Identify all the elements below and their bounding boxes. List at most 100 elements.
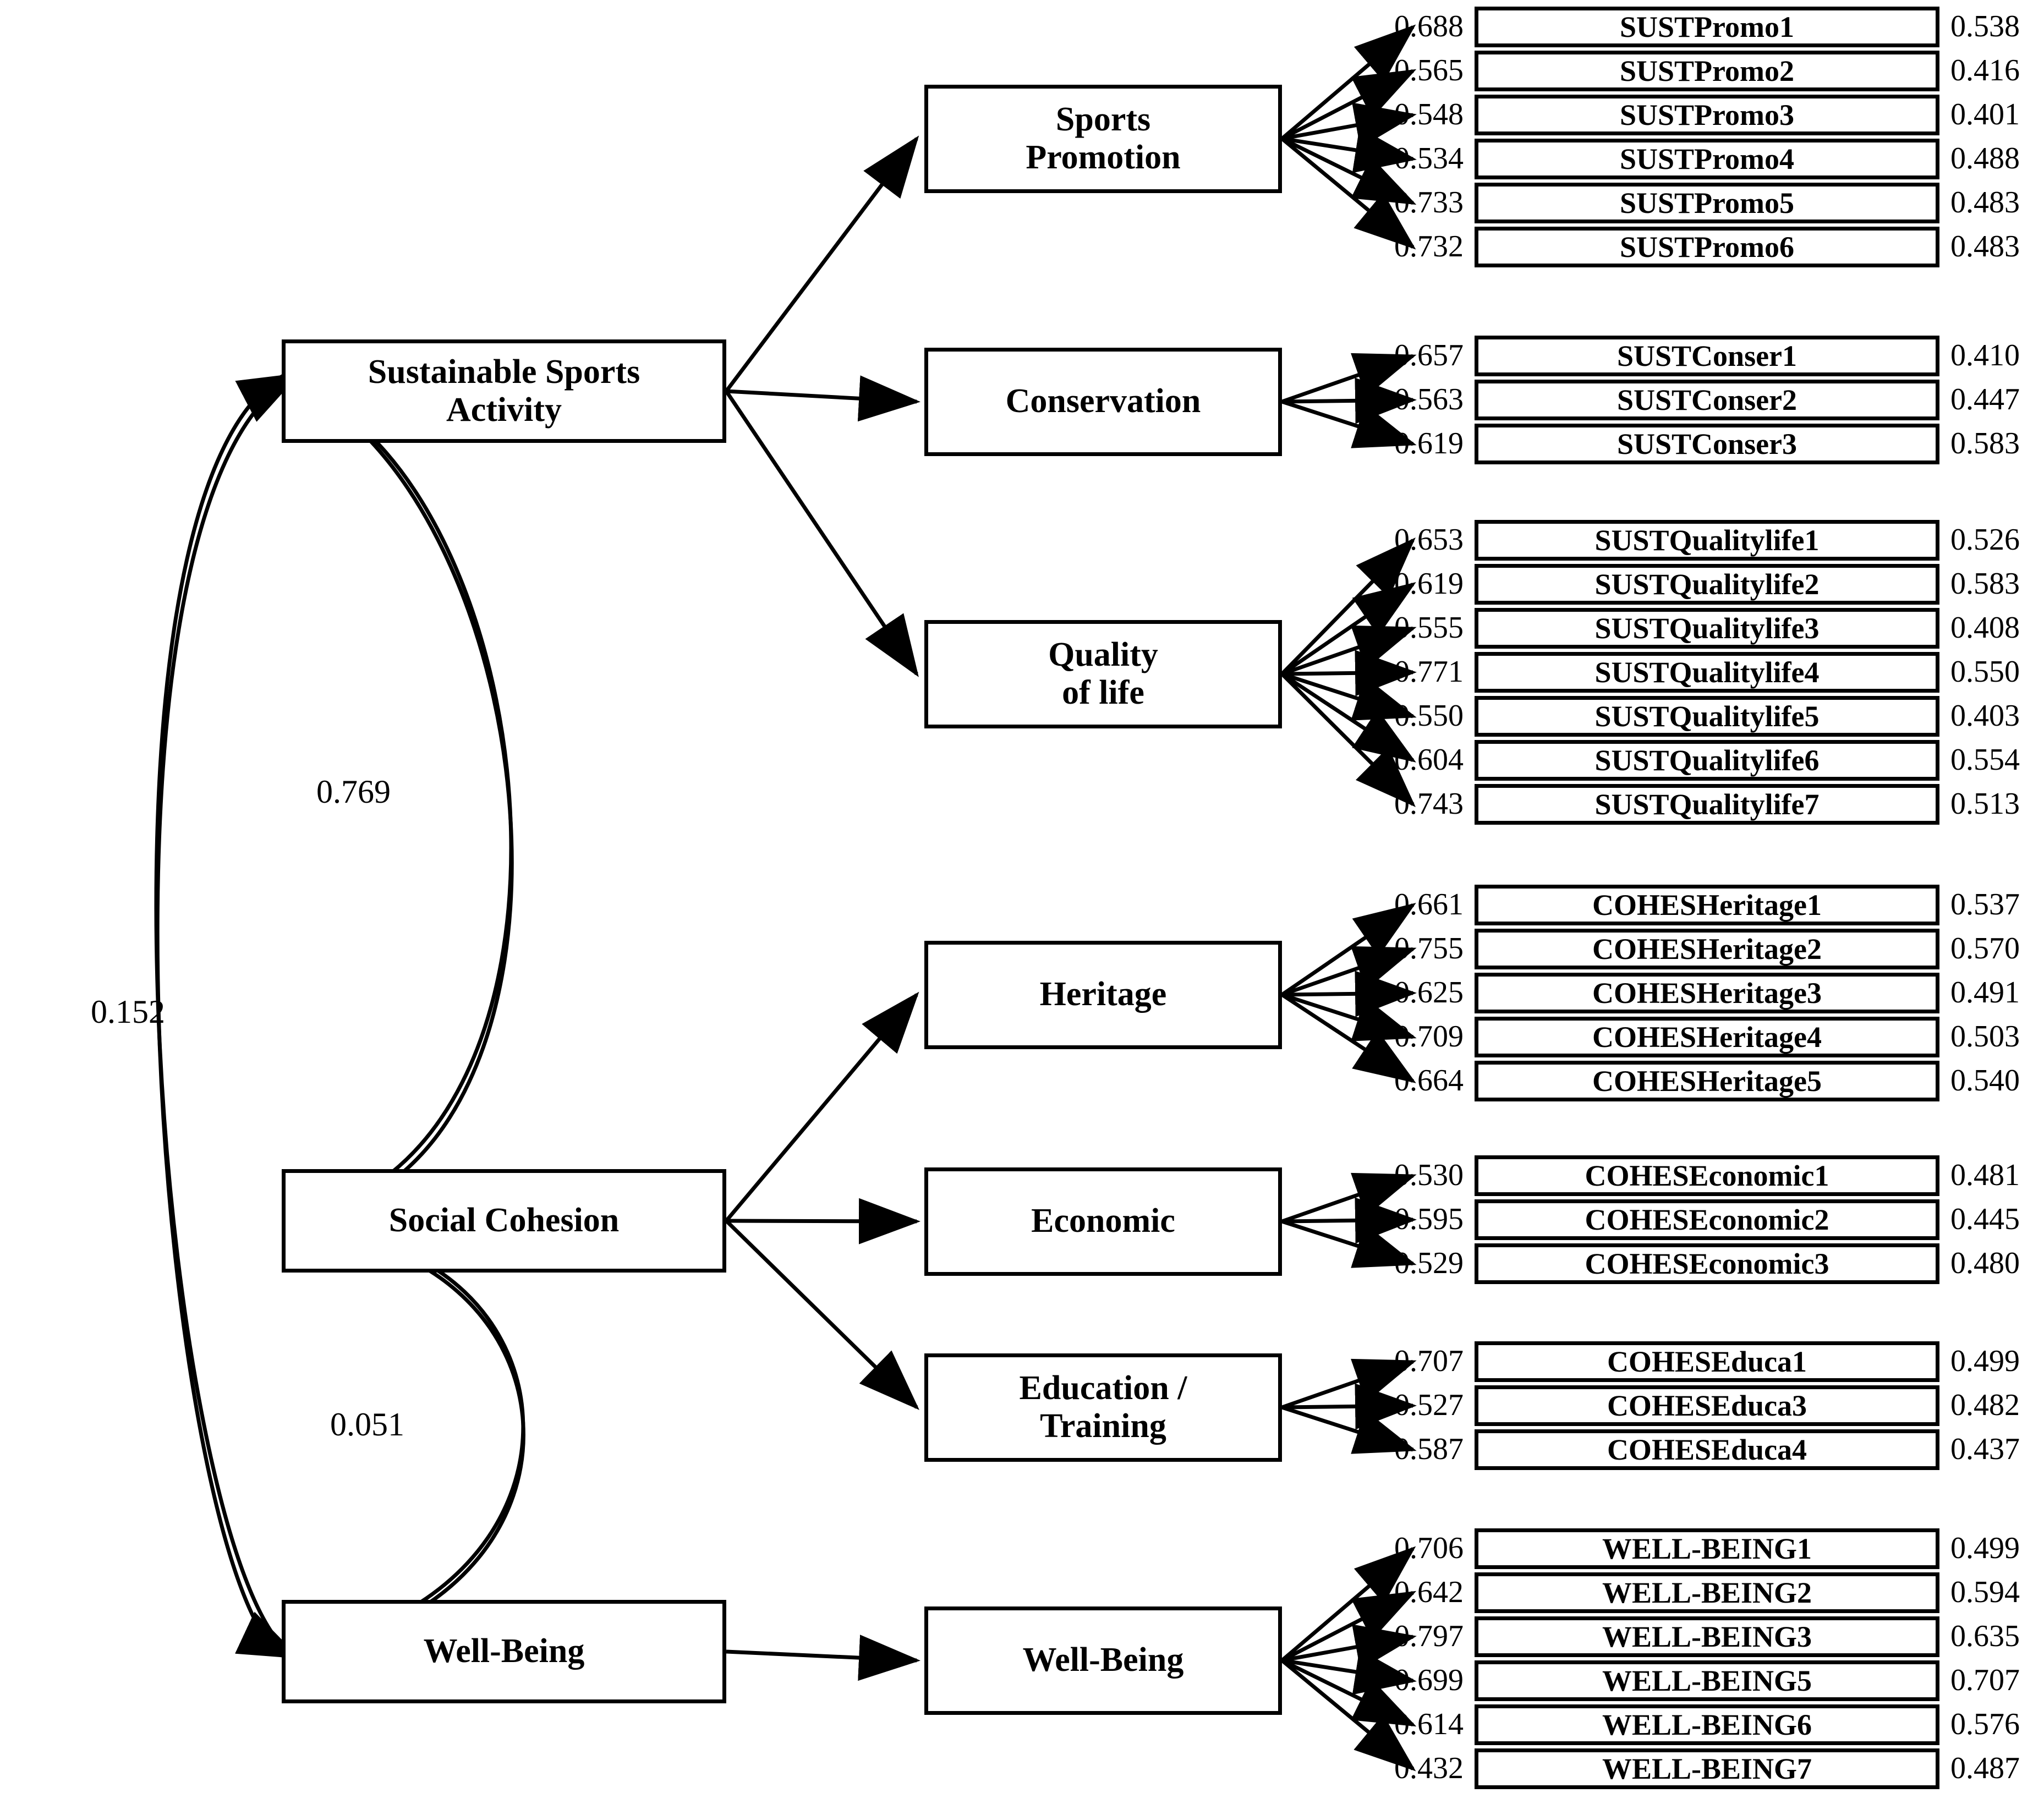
loading-value: 0.625: [1394, 975, 1464, 1010]
indicator-box[interactable]: SUSTQualitylife7: [1475, 784, 1939, 825]
loading-value: 0.699: [1394, 1663, 1464, 1697]
dimension-box-conser[interactable]: Conservation: [924, 347, 1282, 456]
indicator-box[interactable]: WELL-BEING5: [1475, 1660, 1939, 1701]
connector-arrow: [1281, 1172, 1417, 1224]
indicator-box[interactable]: WELL-BEING1: [1475, 1528, 1939, 1569]
loading-value: 0.707: [1394, 1344, 1464, 1378]
indicator-box[interactable]: WELL-BEING3: [1475, 1616, 1939, 1657]
loading-value: 0.661: [1394, 887, 1464, 922]
indicator-box[interactable]: COHESEconomic2: [1475, 1199, 1939, 1240]
indicator-box[interactable]: COHESEduca3: [1475, 1385, 1939, 1426]
latent-box-wb[interactable]: Well-Being: [282, 1600, 726, 1703]
indicator-box[interactable]: COHESHeritage4: [1475, 1017, 1939, 1057]
indicator-box[interactable]: SUSTPromo2: [1475, 51, 1939, 91]
loading-value: 0.755: [1394, 931, 1464, 966]
connector-arrow: [725, 1219, 920, 1410]
indicator-box[interactable]: COHESEconomic1: [1475, 1155, 1939, 1196]
indicator-box[interactable]: WELL-BEING6: [1475, 1704, 1939, 1745]
loading-value: 0.548: [1394, 97, 1464, 131]
loading-value: 0.595: [1394, 1202, 1464, 1236]
connector-arrow: [1281, 1658, 1417, 1727]
indicator-box[interactable]: COHESEduca1: [1475, 1341, 1939, 1382]
indicator-box[interactable]: SUSTConser3: [1475, 424, 1939, 464]
indicator-box[interactable]: SUSTQualitylife1: [1475, 520, 1939, 561]
indicator-box[interactable]: SUSTPromo4: [1475, 139, 1939, 179]
loading-value: 0.604: [1394, 743, 1464, 777]
latent-box-sc[interactable]: Social Cohesion: [282, 1169, 726, 1273]
connector-arrow: [1280, 137, 1416, 250]
indicator-box[interactable]: SUSTQualitylife3: [1475, 608, 1939, 649]
indicator-box[interactable]: WELL-BEING7: [1475, 1748, 1939, 1789]
loading-value: 0.563: [1394, 382, 1464, 416]
connector-arrow: [1281, 1624, 1417, 1670]
loading-value: 0.733: [1394, 185, 1464, 220]
indicator-box[interactable]: SUSTConser1: [1475, 336, 1939, 376]
indicator-box[interactable]: SUSTQualitylife6: [1475, 740, 1939, 781]
connector-arrow: [1281, 399, 1417, 448]
r-squared-value: 0.401: [1950, 97, 2020, 131]
dimension-box-herit[interactable]: Heritage: [924, 940, 1282, 1049]
r-squared-value: 0.408: [1950, 611, 2020, 645]
connector-arrow: [1281, 1358, 1417, 1410]
loading-value: 0.709: [1394, 1019, 1464, 1054]
connector-arrow: [726, 1635, 920, 1681]
r-squared-value: 0.526: [1950, 523, 2020, 557]
r-squared-value: 0.487: [1950, 1751, 2020, 1785]
indicator-box[interactable]: COHESHeritage2: [1475, 929, 1939, 969]
loading-value: 0.688: [1394, 9, 1464, 43]
loading-value: 0.614: [1394, 1707, 1464, 1741]
indicator-box[interactable]: COHESEconomic3: [1475, 1243, 1939, 1284]
connector-arrow: [1281, 136, 1417, 205]
connector-arrow: [284, 376, 514, 1233]
connector-arrow: [1280, 537, 1416, 676]
r-squared-value: 0.499: [1950, 1344, 2020, 1378]
connector-arrow: [1280, 1659, 1416, 1772]
r-squared-value: 0.583: [1950, 567, 2020, 601]
connector-arrow: [1281, 127, 1417, 173]
dimension-box-econ[interactable]: Economic: [924, 1167, 1282, 1276]
loading-value: 0.534: [1394, 141, 1464, 176]
indicator-box[interactable]: SUSTQualitylife2: [1475, 564, 1939, 605]
connector-arrow: [154, 372, 301, 1659]
connector-arrow: [1281, 353, 1417, 404]
r-squared-value: 0.550: [1950, 655, 2020, 689]
r-squared-value: 0.491: [1950, 975, 2020, 1010]
r-squared-value: 0.576: [1950, 1707, 2020, 1741]
r-squared-value: 0.483: [1950, 185, 2020, 220]
connector-arrow: [726, 375, 920, 422]
connector-arrow: [1281, 946, 1417, 997]
dimension-box-educ[interactable]: Education /Training: [924, 1353, 1282, 1462]
connector-arrow: [1281, 1219, 1417, 1268]
indicator-box[interactable]: SUSTPromo3: [1475, 95, 1939, 135]
indicator-box[interactable]: WELL-BEING2: [1475, 1572, 1939, 1613]
loading-value: 0.527: [1394, 1388, 1464, 1422]
r-squared-value: 0.503: [1950, 1019, 2020, 1054]
indicator-box[interactable]: SUSTPromo5: [1475, 183, 1939, 223]
indicator-box[interactable]: COHESEduca4: [1475, 1429, 1939, 1470]
loading-value: 0.732: [1394, 229, 1464, 264]
indicator-box[interactable]: COHESHeritage1: [1475, 885, 1939, 925]
r-squared-value: 0.707: [1950, 1663, 2020, 1697]
indicator-box[interactable]: SUSTConser2: [1475, 380, 1939, 420]
r-squared-value: 0.483: [1950, 229, 2020, 264]
indicator-box[interactable]: SUSTPromo1: [1475, 7, 1939, 47]
r-squared-value: 0.447: [1950, 382, 2020, 416]
indicator-box[interactable]: SUSTQualitylife5: [1475, 696, 1939, 737]
indicator-box[interactable]: COHESHeritage3: [1475, 973, 1939, 1013]
loading-value: 0.530: [1394, 1158, 1464, 1192]
indicator-box[interactable]: COHESHeritage5: [1475, 1061, 1939, 1101]
loading-value: 0.529: [1394, 1246, 1464, 1280]
indicator-box[interactable]: SUSTQualitylife4: [1475, 652, 1939, 693]
connector-arrow: [1281, 1591, 1417, 1663]
connector-arrow: [1280, 24, 1416, 140]
dimension-box-wbdim[interactable]: Well-Being: [924, 1606, 1282, 1715]
indicator-box[interactable]: SUSTPromo6: [1475, 227, 1939, 267]
r-squared-value: 0.445: [1950, 1202, 2020, 1236]
r-squared-value: 0.570: [1950, 931, 2020, 966]
loading-value: 0.743: [1394, 787, 1464, 821]
r-squared-value: 0.488: [1950, 141, 2020, 176]
